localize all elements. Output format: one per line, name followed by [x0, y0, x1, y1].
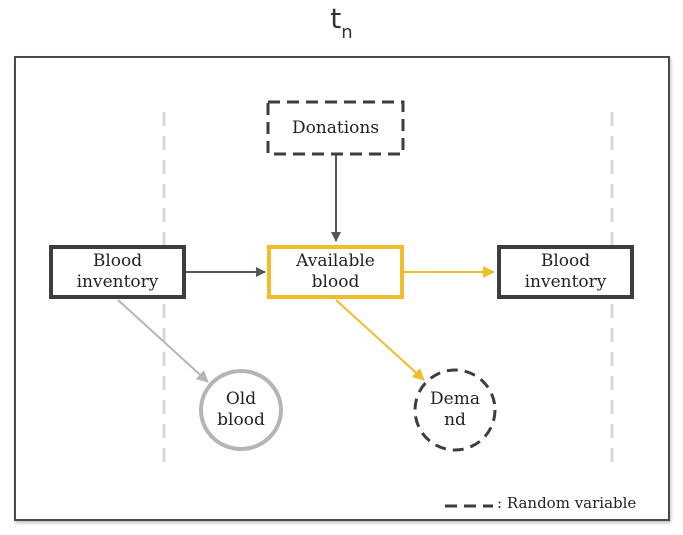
blood-inventory-left-line2: inventory — [76, 272, 159, 292]
demand-circle-outline — [413, 368, 497, 452]
donations-box-outline — [266, 100, 405, 156]
diagram-title: tn — [0, 2, 683, 43]
old-blood-line1: Old — [225, 389, 257, 409]
arrow-inventory-to-old-blood — [117, 299, 209, 383]
donations-node: Donations — [270, 104, 401, 152]
available-blood-line2: blood — [311, 272, 360, 292]
blood-inventory-right-node: Blood inventory — [497, 245, 634, 299]
title-base: t — [330, 2, 342, 35]
blood-inventory-right-line2: inventory — [524, 272, 607, 292]
available-blood-node: Available blood — [267, 245, 404, 299]
blood-inventory-left-line1: Blood — [92, 251, 143, 271]
arrow-available-to-demand — [335, 299, 425, 381]
donations-label: Donations — [291, 117, 380, 138]
demand-line1: Dema — [430, 389, 480, 409]
old-blood-line2: blood — [217, 410, 265, 430]
old-blood-node: Old blood — [199, 369, 283, 451]
available-blood-line1: Available — [296, 251, 375, 271]
blood-inventory-right-line1: Blood — [540, 251, 591, 271]
blood-inventory-left-node: Blood inventory — [49, 245, 186, 299]
demand-node: Dema nd — [418, 373, 492, 447]
demand-line2: nd — [444, 410, 466, 430]
legend-random-variable-label: : Random variable — [497, 494, 637, 512]
title-subscript: n — [341, 22, 353, 43]
